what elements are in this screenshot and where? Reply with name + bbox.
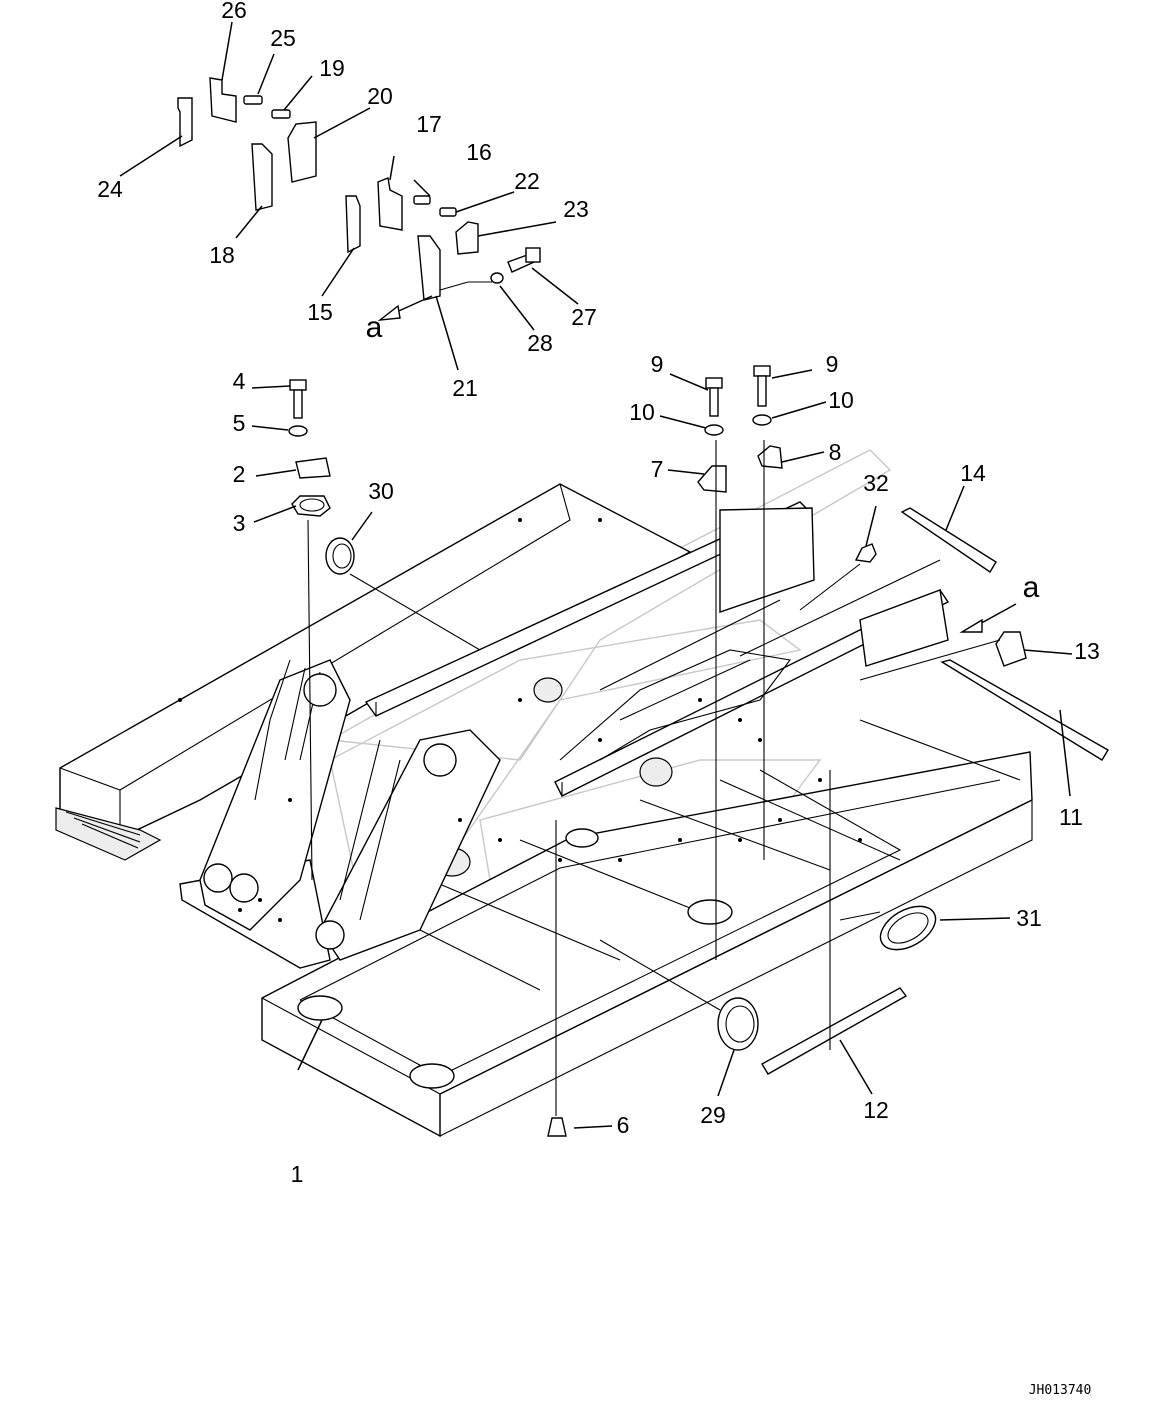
callout-25: 25 (270, 25, 296, 51)
callout-9a: 9 (651, 351, 664, 377)
callout-21: 21 (452, 375, 478, 401)
callout-10a: 10 (629, 399, 655, 425)
callout-20: 20 (367, 83, 393, 109)
callout-15: 15 (307, 299, 333, 325)
figure-code: JH013740 (1029, 1383, 1092, 1398)
callout-26: 26 (221, 0, 247, 23)
revolving-frame (55, 483, 1033, 1138)
callout-19: 19 (319, 55, 345, 81)
callout-4: 4 (233, 368, 246, 394)
callout-31: 31 (1016, 905, 1042, 931)
loose-parts (177, 77, 1109, 1137)
callout-18: 18 (209, 242, 235, 268)
callout-14: 14 (960, 460, 986, 486)
callout-1: 1 (291, 1161, 304, 1187)
callout-23: 23 (563, 196, 589, 222)
callout-13: 13 (1074, 638, 1100, 664)
callout-32: 32 (863, 470, 889, 496)
callout-labels: 1 2 3 4 5 6 7 8 9 9 10 10 11 12 13 14 15… (97, 0, 1100, 1398)
callout-8: 8 (829, 439, 842, 465)
callout-3: 3 (233, 510, 246, 536)
callout-22: 22 (514, 168, 540, 194)
rivet-holes (178, 518, 862, 922)
callout-9b: 9 (826, 351, 839, 377)
leader-lines (119, 21, 1073, 1129)
callout-10b: 10 (828, 387, 854, 413)
callout-2: 2 (233, 461, 246, 487)
callout-7: 7 (651, 456, 664, 482)
callout-5: 5 (233, 410, 246, 436)
callout-17: 17 (416, 111, 442, 137)
callout-28: 28 (527, 330, 553, 356)
callout-12: 12 (863, 1097, 889, 1123)
callout-11: 11 (1059, 804, 1083, 830)
callout-27: 27 (571, 304, 597, 330)
callout-29: 29 (700, 1102, 726, 1128)
view-marker-a-top: a (366, 311, 383, 344)
callout-30: 30 (368, 478, 394, 504)
callout-24: 24 (97, 176, 123, 202)
callout-16: 16 (466, 139, 492, 165)
view-marker-a-right: a (1023, 571, 1040, 604)
callout-6: 6 (617, 1112, 630, 1138)
